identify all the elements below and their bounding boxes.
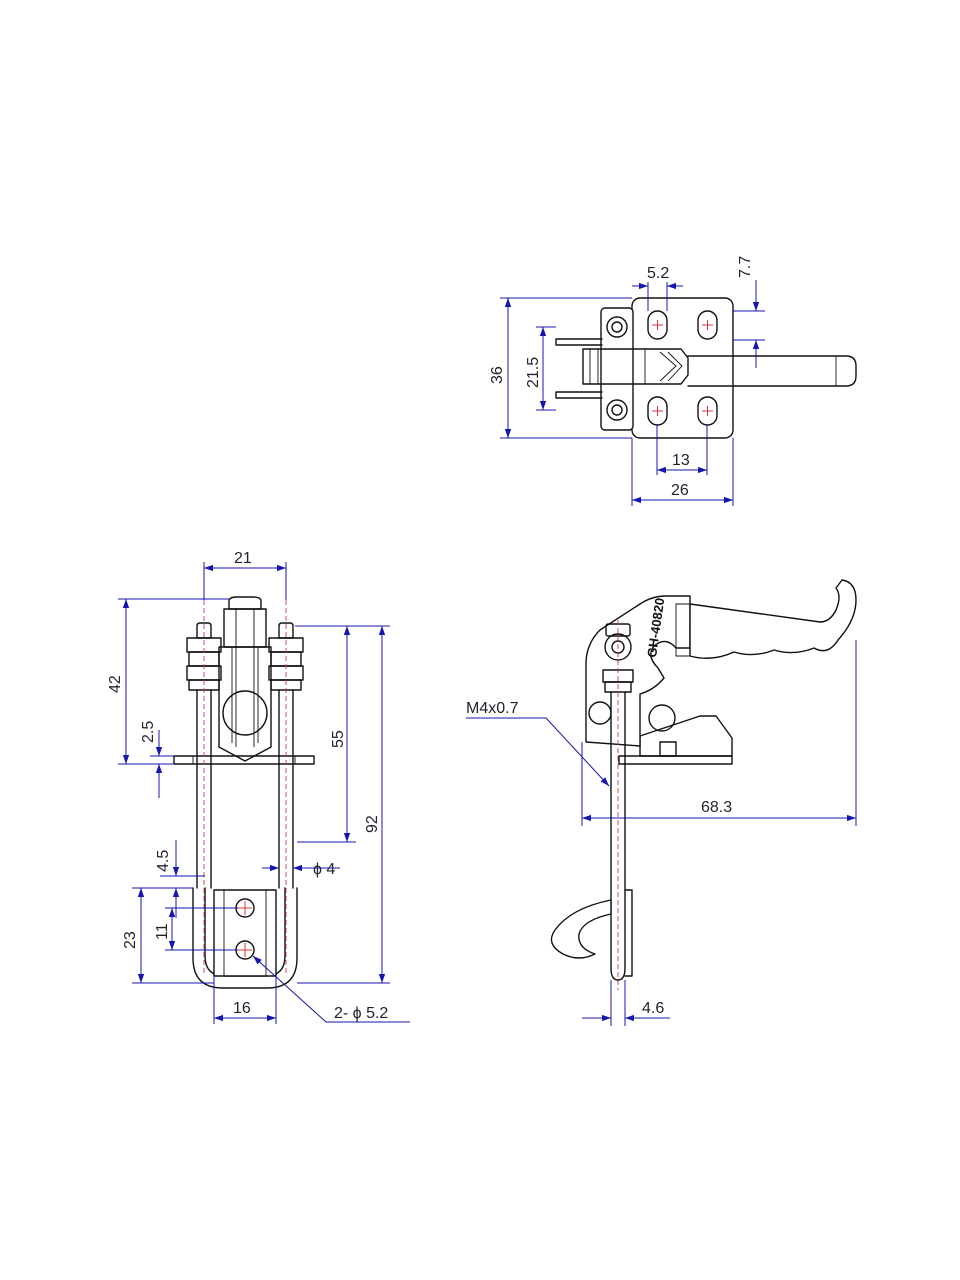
dim-holes: 2- ϕ 5.2 bbox=[334, 1005, 388, 1022]
dim-hole-width: 5.2 bbox=[647, 265, 669, 282]
dim-rod-spacing: 21.5 bbox=[525, 357, 542, 388]
dim-base-width: 26 bbox=[671, 482, 689, 499]
dim-rod-diameter: ϕ 4 bbox=[313, 861, 335, 878]
dim-height-total: 92 bbox=[364, 815, 381, 833]
top-view bbox=[555, 297, 857, 439]
dim-thread: M4x0.7 bbox=[466, 700, 519, 717]
dim-thickness: 4.6 bbox=[642, 1000, 664, 1017]
dim-plate-thickness: 2.5 bbox=[140, 721, 157, 743]
dim-hole-pitch: 13 bbox=[672, 452, 690, 469]
front-view-dimensions: 21 42 2.5 55 92 4.5 11 23 bbox=[107, 550, 410, 1024]
dim-edge-offset: 7.7 bbox=[737, 256, 754, 278]
nut-block bbox=[600, 307, 634, 431]
latch-hook bbox=[550, 899, 612, 959]
dim-bracket-width: 16 bbox=[233, 1000, 251, 1017]
dim-width-top: 21 bbox=[234, 550, 252, 567]
dim-rod-offset: 4.5 bbox=[155, 850, 172, 872]
dim-height: 36 bbox=[489, 366, 506, 384]
dim-bracket-height: 23 bbox=[122, 931, 139, 949]
dim-length: 68.3 bbox=[701, 799, 732, 816]
side-view: GH-40820 bbox=[550, 579, 857, 990]
dim-hole-pitch-front: 11 bbox=[154, 923, 171, 940]
dim-height-mid: 55 bbox=[330, 730, 347, 748]
mount-slot bbox=[697, 310, 718, 340]
clamp-body bbox=[585, 595, 691, 747]
top-view-dimensions: 5.2 7.7 36 21.5 13 26 bbox=[489, 256, 765, 506]
mount-slot bbox=[647, 310, 668, 340]
side-view-dimensions: M4x0.7 68.3 4.6 bbox=[466, 640, 857, 1026]
handle-grip bbox=[689, 579, 857, 659]
base-plate bbox=[631, 297, 734, 439]
dim-height-upper: 42 bbox=[107, 675, 124, 693]
front-view bbox=[173, 596, 315, 989]
